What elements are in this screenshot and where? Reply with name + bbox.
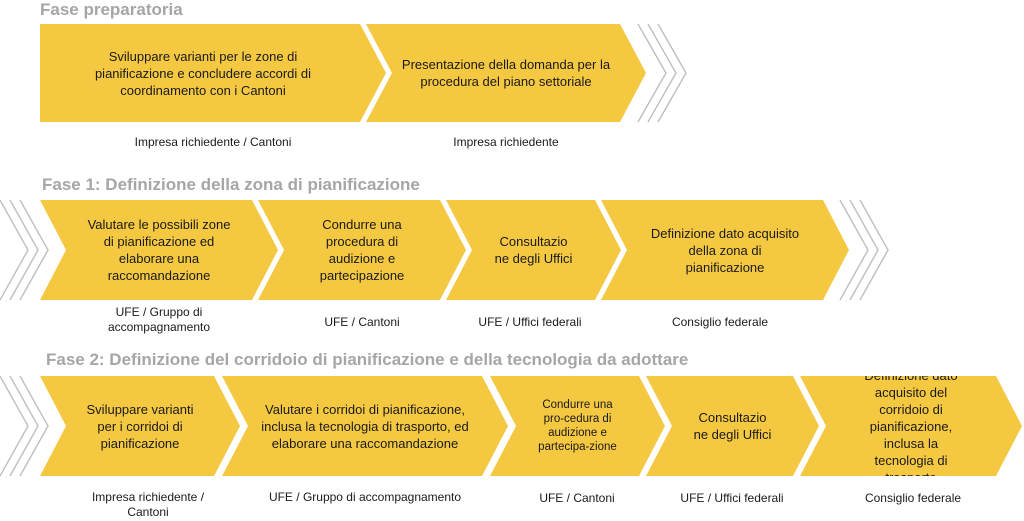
phase-title-fase-2: Fase 2: Definizione del corridoio di pia… <box>46 350 689 369</box>
step-fase1-1: Valutare le possibili zone di pianificaz… <box>40 200 278 300</box>
phase-title-fase-1: Fase 1: Definizione della zona di pianif… <box>42 175 420 194</box>
step-fase2-4: Consultazio ne degli Uffici <box>646 376 819 476</box>
step-fase1-4: Definizione dato acquisito della zona di… <box>601 200 849 300</box>
step-fase2-2-text: Valutare i corridoi di pianificazione, i… <box>261 401 469 451</box>
step-fase2-1: Sviluppare varianti per i corridoi di pi… <box>40 376 240 476</box>
step-fase2-5-text: Definizione dato acquisito del corridoio… <box>864 367 958 485</box>
actor-fase1-4: Consiglio federale <box>671 315 769 329</box>
step-fase2-5: Definizione dato acquisito del corridoio… <box>800 376 1022 476</box>
actor-fase1-1: UFE / Gruppo di accompagnamento <box>107 305 211 334</box>
continuation-arrows-prep <box>637 23 687 123</box>
actor-fase2-2: UFE / Gruppo di accompagnamento <box>268 490 462 504</box>
actor-fase2-5: Consiglio federale <box>864 491 962 505</box>
step-fase1-1-text: Valutare le possibili zone di pianificaz… <box>87 217 231 283</box>
step-fase2-3-text: Condurre una pro-cedura di audizione e p… <box>538 399 617 453</box>
step-prep-2-text: Presentazione della domanda per la proce… <box>401 57 611 89</box>
step-fase1-4-text: Definizione dato acquisito della zona di… <box>650 225 800 275</box>
step-prep-1: Sviluppare varianti per le zone di piani… <box>40 24 386 122</box>
lead-in-arrows-fase-1 <box>0 199 49 301</box>
step-prep-2: Presentazione della domanda per la proce… <box>366 24 646 122</box>
actor-prep-1: Impresa richiedente / Cantoni <box>134 135 292 149</box>
step-fase2-1-text: Sviluppare varianti per i corridoi di pi… <box>86 401 194 451</box>
step-fase2-2: Valutare i corridoi di pianificazione, i… <box>222 376 508 476</box>
actor-prep-2: Impresa richiedente <box>453 135 559 149</box>
step-fase2-3: Condurre una pro-cedura di audizione e p… <box>490 376 665 476</box>
actor-fase2-4: UFE / Uffici federali <box>680 491 784 505</box>
actor-fase2-3: UFE / Cantoni <box>539 491 615 505</box>
actor-fase2-1: Impresa richiedente / Cantoni <box>91 490 205 519</box>
step-fase1-3-text: Consultazio ne degli Uffici <box>494 234 573 266</box>
step-fase1-2-text: Condurre una procedura di audizione e pa… <box>319 217 405 283</box>
phase-title-preparatoria: Fase preparatoria <box>40 0 183 19</box>
step-fase2-4-text: Consultazio ne degli Uffici <box>693 410 772 442</box>
step-fase1-2: Condurre una procedura di audizione e pa… <box>258 200 466 300</box>
lead-in-arrows-fase-2 <box>0 375 49 477</box>
step-fase1-3: Consultazio ne degli Uffici <box>446 200 621 300</box>
continuation-arrows-fase-1 <box>839 199 889 301</box>
step-prep-1-text: Sviluppare varianti per le zone di piani… <box>94 48 312 98</box>
actor-fase1-2: UFE / Cantoni <box>324 315 400 329</box>
actor-fase1-3: UFE / Uffici federali <box>478 315 582 329</box>
